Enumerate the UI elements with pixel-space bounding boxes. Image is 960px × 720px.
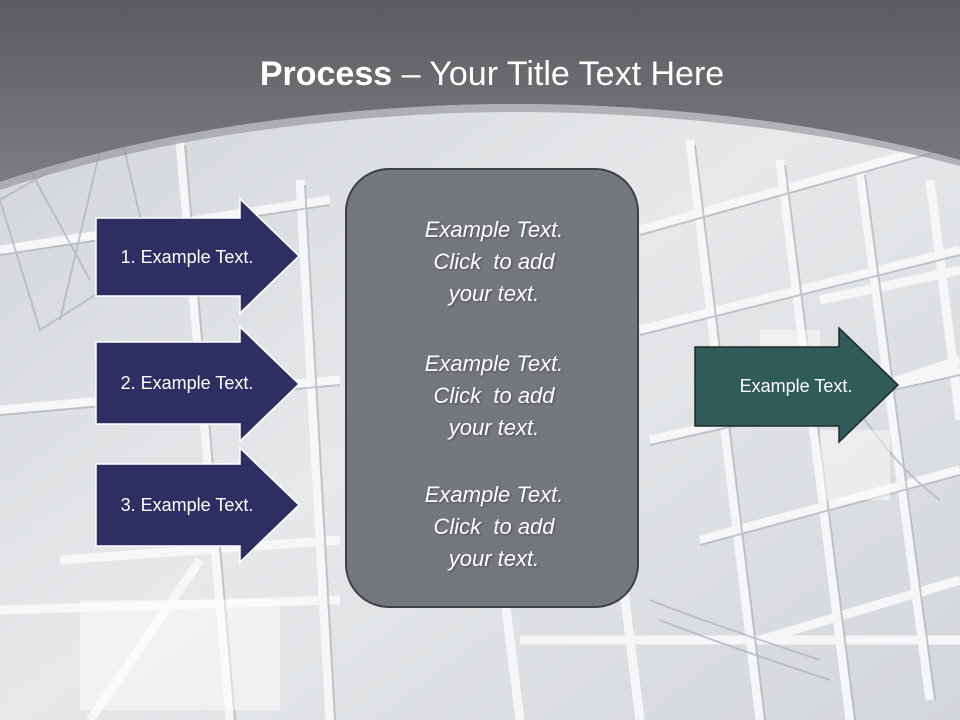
panel-text-line: Example Text. xyxy=(424,351,564,376)
panel-text-block-2[interactable]: Example Text. Click to add your text. xyxy=(347,348,641,444)
panel-text-line: your text. xyxy=(448,281,540,306)
panel-text-line: your text. xyxy=(448,415,540,440)
step-arrow-1[interactable]: 1. Example Text. xyxy=(95,197,301,315)
panel-text-block-3[interactable]: Example Text. Click to add your text. xyxy=(347,479,641,575)
title-rest: – Your Title Text Here xyxy=(392,55,725,93)
right-arrow-shape xyxy=(694,326,900,444)
content-panel[interactable]: Example Text. Click to add your text. Ex… xyxy=(345,168,639,608)
panel-text-line: Click to add xyxy=(433,383,555,408)
step-arrow-label: 2. Example Text. xyxy=(120,372,254,393)
title-bold-word: Process xyxy=(259,55,393,93)
panel-text-line: Click to add xyxy=(433,249,555,274)
step-arrow-label: 3. Example Text. xyxy=(120,494,254,515)
result-arrow-label: Example Text. xyxy=(739,376,853,396)
step-arrow-label: 1. Example Text. xyxy=(120,246,254,267)
panel-text-line: your text. xyxy=(448,546,540,571)
slide-title: Process – Your Title Text Here xyxy=(0,52,960,96)
panel-text-block-1[interactable]: Example Text. Click to add your text. xyxy=(347,214,641,310)
panel-text-line: Example Text. xyxy=(424,217,564,242)
panel-text-line: Click to add xyxy=(433,514,555,539)
right-arrow-shape xyxy=(95,325,301,443)
result-arrow[interactable]: Example Text. xyxy=(694,326,900,444)
right-arrow-shape xyxy=(95,446,301,564)
step-arrow-3[interactable]: 3. Example Text. xyxy=(95,446,301,564)
step-arrow-2[interactable]: 2. Example Text. xyxy=(95,325,301,443)
panel-text-line: Example Text. xyxy=(424,482,564,507)
right-arrow-shape xyxy=(95,197,301,315)
